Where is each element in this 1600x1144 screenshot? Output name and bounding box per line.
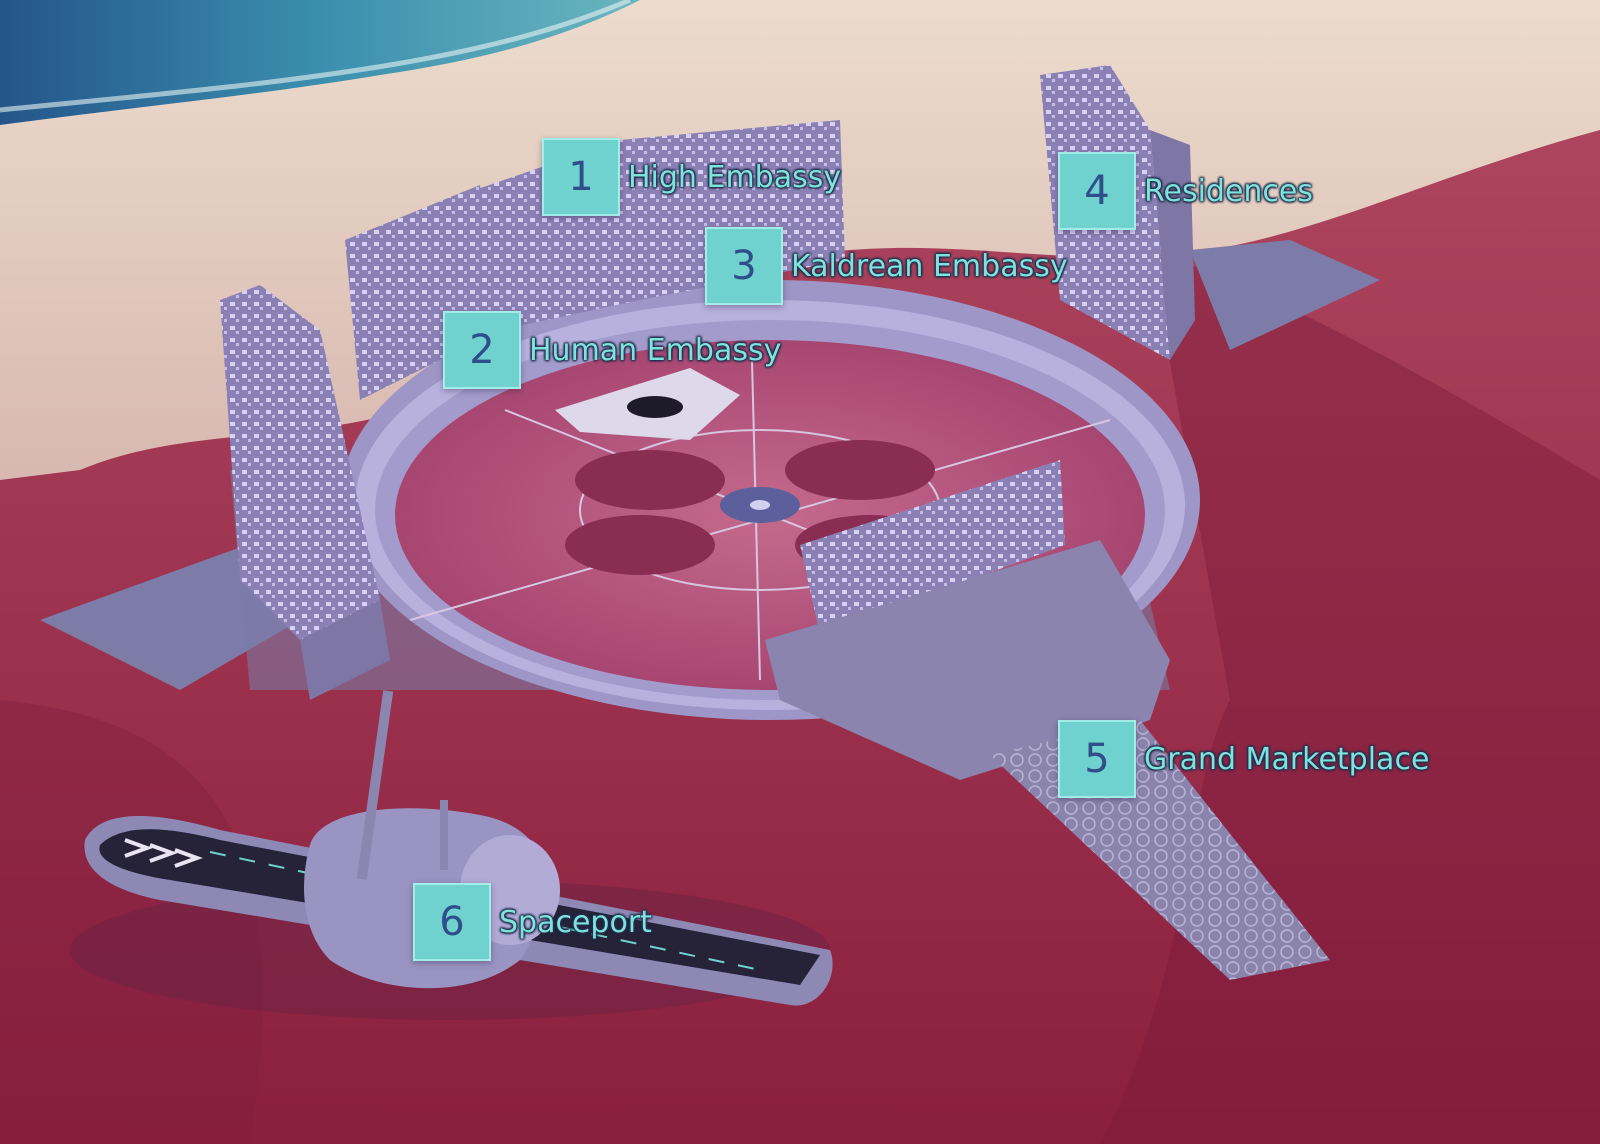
marker-number[interactable]: 2	[443, 311, 521, 389]
marker-label: Grand Marketplace	[1144, 741, 1430, 777]
marker-high-embassy[interactable]: 1 High Embassy	[542, 138, 841, 216]
marker-number[interactable]: 4	[1058, 152, 1136, 230]
marker-human-embassy[interactable]: 2 Human Embassy	[443, 311, 781, 389]
marker-grand-marketplace[interactable]: 5 Grand Marketplace	[1058, 720, 1429, 798]
marker-number[interactable]: 3	[705, 227, 783, 305]
marker-label: Spaceport	[499, 904, 652, 940]
marker-label: High Embassy	[628, 159, 842, 195]
marker-number[interactable]: 6	[413, 883, 491, 961]
marker-label: Residences	[1144, 173, 1314, 209]
marker-kaldrean-embassy[interactable]: 3 Kaldrean Embassy	[705, 227, 1068, 305]
marker-label: Human Embassy	[529, 332, 782, 368]
marker-number[interactable]: 1	[542, 138, 620, 216]
marker-label: Kaldrean Embassy	[791, 248, 1068, 284]
marker-number[interactable]: 5	[1058, 720, 1136, 798]
marker-residences[interactable]: 4 Residences	[1058, 152, 1313, 230]
marker-spaceport[interactable]: 6 Spaceport	[413, 883, 652, 961]
